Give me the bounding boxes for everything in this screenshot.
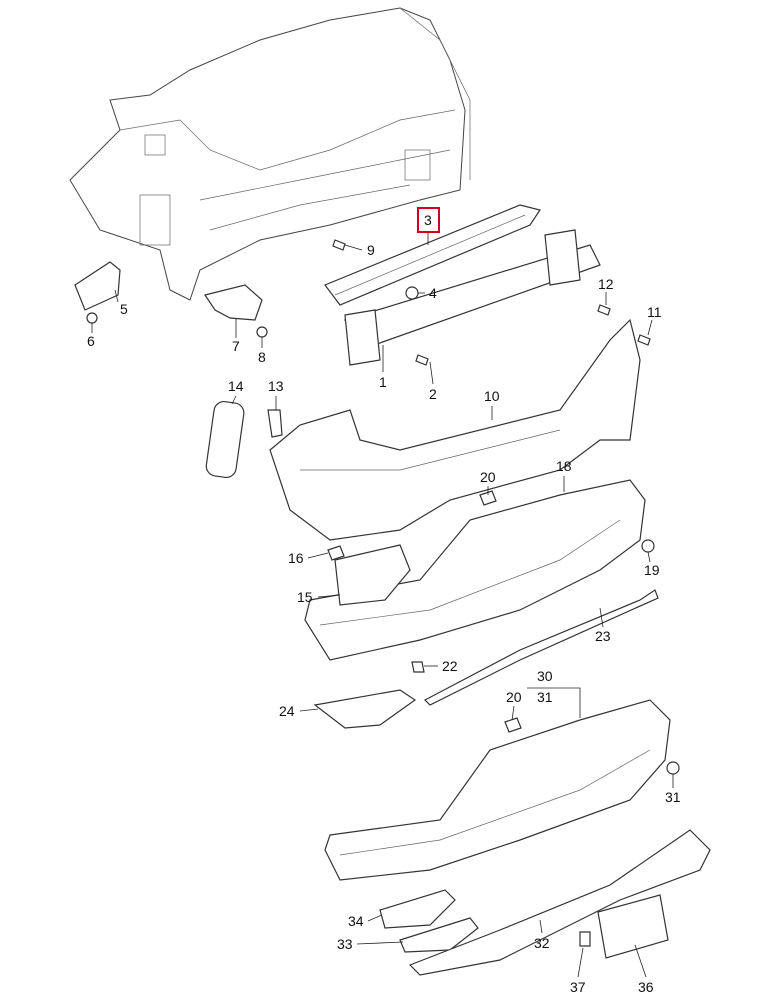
callout-23[interactable]: 23 (595, 628, 611, 644)
callout-1[interactable]: 1 (379, 374, 387, 390)
part-34-grille (379, 889, 456, 929)
part-8-nut (256, 326, 268, 338)
part-19-cap (641, 539, 655, 553)
callout-20[interactable]: 20 (480, 469, 496, 485)
part-13-clip (267, 409, 283, 438)
part-5-bracket (74, 261, 121, 311)
callout-8[interactable]: 8 (258, 349, 266, 365)
callout-31[interactable]: 31 (537, 689, 553, 705)
callout-32[interactable]: 32 (534, 935, 550, 951)
part-31-cap (666, 761, 680, 775)
callout-16[interactable]: 16 (288, 550, 304, 566)
callout-24[interactable]: 24 (279, 703, 295, 719)
leader-lines (91, 232, 674, 978)
callout-15[interactable]: 15 (297, 589, 313, 605)
part-20-clip-b (504, 717, 522, 733)
part-10-bumper-cover (269, 318, 641, 541)
part-16-clip (327, 545, 345, 561)
part-12-bolt (597, 304, 611, 316)
rear-body-panel (69, 7, 471, 301)
callout-14[interactable]: 14 (228, 378, 244, 394)
callout-36[interactable]: 36 (638, 979, 654, 995)
callout-34[interactable]: 34 (348, 913, 364, 929)
part-4-nut (405, 286, 419, 300)
part-15-grille (334, 544, 411, 606)
callout-13[interactable]: 13 (268, 378, 284, 394)
callout-37[interactable]: 37 (570, 979, 586, 995)
callout-11[interactable]: 11 (647, 304, 662, 320)
callout-4[interactable]: 4 (429, 285, 437, 301)
part-3-highlight-box (417, 207, 440, 233)
part-33-grille (399, 917, 479, 953)
part-18-lower-cover (304, 479, 646, 661)
callout-19[interactable]: 19 (644, 562, 660, 578)
callout-20-b[interactable]: 20 (506, 689, 522, 705)
part-23-trim-strip (423, 589, 659, 706)
callout-7[interactable]: 7 (232, 338, 240, 354)
callout-3[interactable]: 3 (424, 212, 432, 228)
callout-9[interactable]: 9 (367, 242, 375, 258)
callout-33[interactable]: 33 (337, 936, 353, 952)
part-14-reflector (205, 400, 245, 479)
callout-31-b[interactable]: 31 (665, 789, 681, 805)
callout-18[interactable]: 18 (556, 458, 572, 474)
part-36-plate-bracket (597, 894, 669, 959)
part-6-nut (86, 312, 98, 324)
part-11-bolt (637, 334, 651, 346)
callout-6[interactable]: 6 (87, 333, 95, 349)
callout-2[interactable]: 2 (429, 386, 437, 402)
callout-12[interactable]: 12 (598, 276, 614, 292)
part-32-diffuser (408, 829, 711, 976)
callout-labels: 3 9 4 5 6 7 8 1 2 12 11 14 13 10 20 18 1… (87, 212, 681, 995)
part-37-screw (579, 931, 591, 947)
part-3-energy-absorber (324, 204, 541, 306)
callout-22[interactable]: 22 (442, 658, 458, 674)
part-30-lower-cover (324, 699, 671, 881)
part-7-bracket (204, 284, 263, 321)
part-2-bolt (415, 354, 429, 366)
callout-10[interactable]: 10 (484, 388, 500, 404)
callout-5[interactable]: 5 (120, 301, 128, 317)
callout-30[interactable]: 30 (537, 668, 553, 684)
part-24-grille (313, 689, 417, 729)
part-22-clip (411, 661, 425, 673)
part-9-bolt (332, 239, 346, 251)
